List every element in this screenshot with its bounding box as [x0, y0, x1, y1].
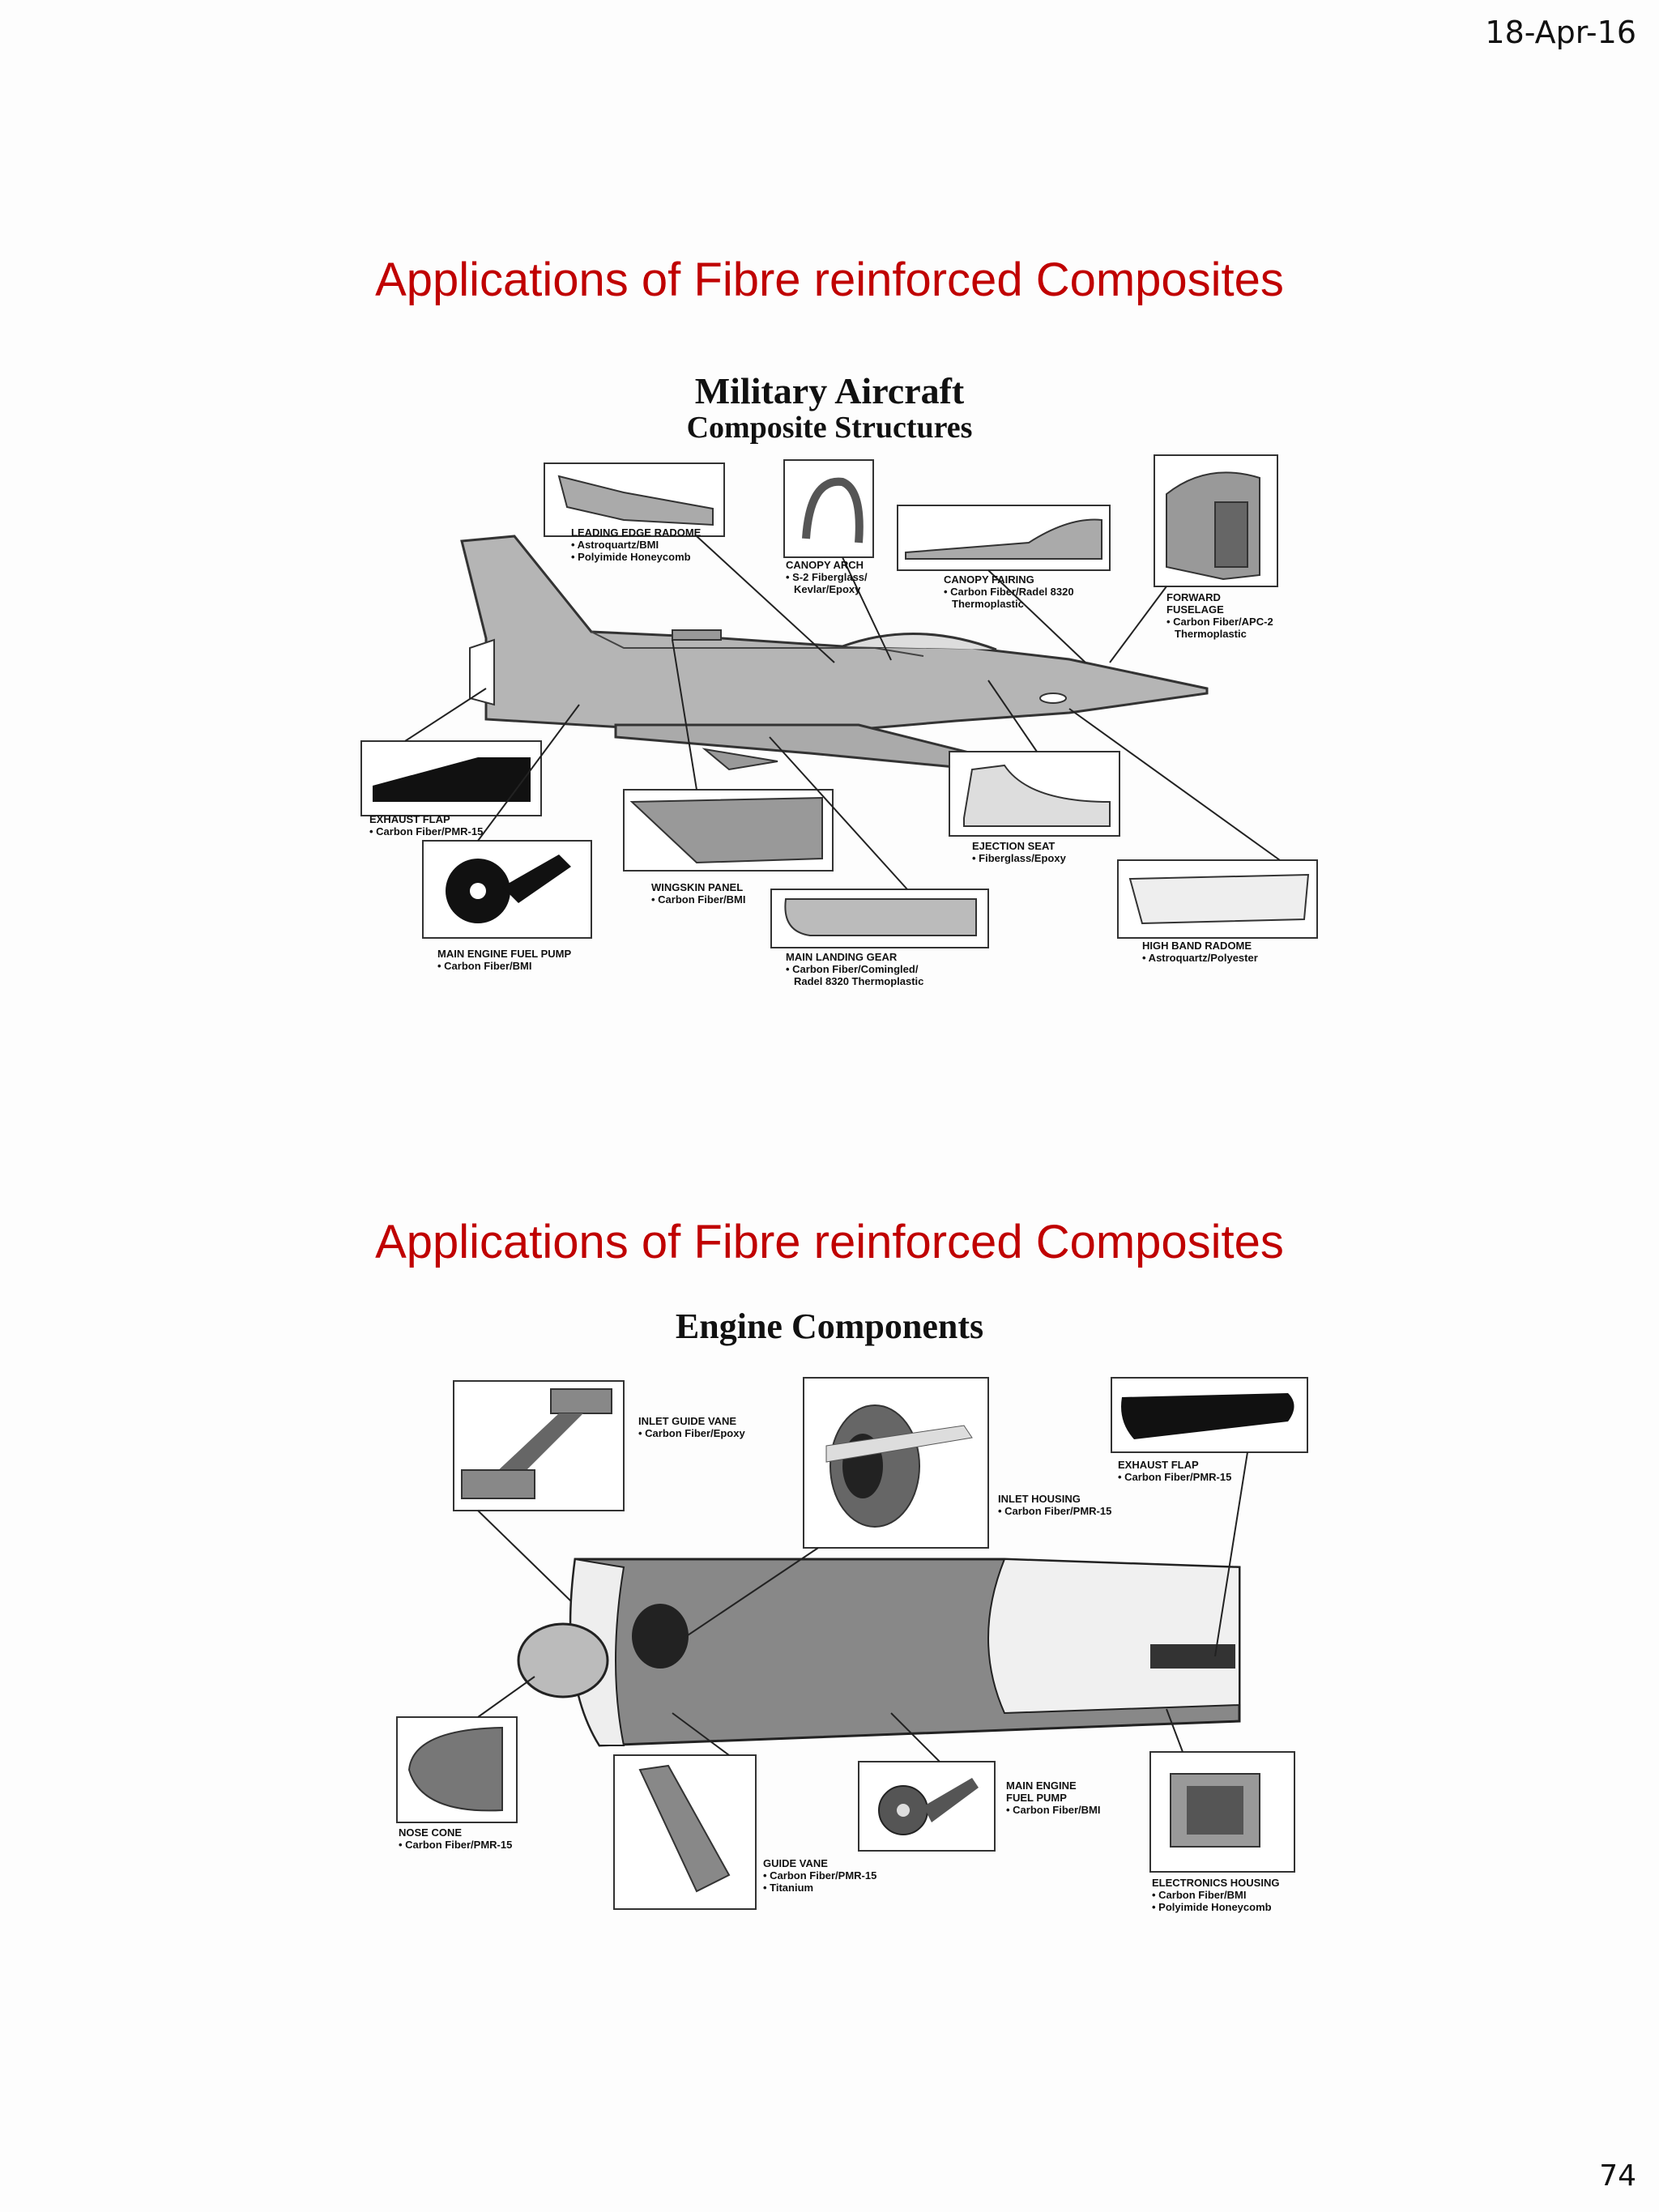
svg-text:HIGH BAND RADOME• Astroquartz/: HIGH BAND RADOME• Astroquartz/Polyester — [1142, 940, 1258, 964]
svg-text:LEADING EDGE RADOME• Astroquar: LEADING EDGE RADOME• Astroquartz/BMI• Po… — [571, 526, 702, 563]
callout-exhaust-flap: EXHAUST FLAP• Carbon Fiber/PMR-15 — [360, 688, 542, 837]
callout-guide-vane: GUIDE VANE• Carbon Fiber/PMR-15• Titaniu… — [613, 1712, 876, 1910]
label-canopy-arch: CANOPY ARCH — [786, 559, 864, 571]
svg-text:EXHAUST FLAP• Carbon Fiber/PMR: EXHAUST FLAP• Carbon Fiber/PMR-15 — [369, 813, 483, 837]
callout-canopy-arch: CANOPY ARCH• S-2 Fiberglass/Kevlar/Epoxy — [783, 459, 892, 661]
label-canopy-fairing: CANOPY FAIRING — [944, 573, 1034, 586]
svg-text:ELECTRONICS HOUSING• Carbon Fi: ELECTRONICS HOUSING• Carbon Fiber/BMI• P… — [1152, 1877, 1279, 1913]
svg-text:EXHAUST FLAP• Carbon Fiber/PMR: EXHAUST FLAP• Carbon Fiber/PMR-15 — [1118, 1459, 1231, 1483]
callout-inlet-housing: INLET HOUSING• Carbon Fiber/PMR-15 — [680, 1377, 1111, 1641]
engine-components-diagram: INLET GUIDE VANE• Carbon Fiber/Epoxy INL… — [396, 1377, 1308, 1913]
slide-title-1: Applications of Fibre reinforced Composi… — [375, 254, 1284, 306]
callout-ejection-seat: EJECTION SEAT• Fiberglass/Epoxy — [949, 680, 1120, 864]
label-exhaust-flap: EXHAUST FLAP — [369, 813, 450, 825]
military-aircraft-diagram: LEADING EDGE RADOME• Astroquartz/BMI• Po… — [360, 454, 1318, 987]
svg-text:WINGSKIN PANEL• Carbon Fiber/B: WINGSKIN PANEL• Carbon Fiber/BMI — [651, 881, 746, 906]
svg-text:EJECTION SEAT• Fiberglass/Epox: EJECTION SEAT• Fiberglass/Epoxy — [972, 840, 1067, 864]
svg-text:INLET HOUSING• Carbon Fiber/PM: INLET HOUSING• Carbon Fiber/PMR-15 — [998, 1493, 1111, 1517]
callout-high-band-radome: HIGH BAND RADOME• Astroquartz/Polyester — [1068, 708, 1318, 964]
callout-exhaust-flap-engine: EXHAUST FLAP• Carbon Fiber/PMR-15 — [1111, 1377, 1308, 1657]
label-main-engine-fuel-pump: MAIN ENGINE FUEL PUMP — [437, 948, 571, 960]
label-inlet-guide-vane: INLET GUIDE VANE — [638, 1415, 736, 1427]
svg-text:INLET GUIDE VANE• Carbon Fiber: INLET GUIDE VANE• Carbon Fiber/Epoxy — [638, 1415, 745, 1439]
label-guide-vane: GUIDE VANE — [763, 1857, 828, 1869]
figure-subtitle-composite-structures: Composite Structures — [686, 411, 973, 445]
figure-title-engine-components: Engine Components — [675, 1306, 984, 1346]
callout-electronics-housing: ELECTRONICS HOUSING• Carbon Fiber/BMI• P… — [1149, 1708, 1295, 1913]
callout-wingskin-panel: WINGSKIN PANEL• Carbon Fiber/BMI — [623, 639, 834, 906]
page-number: 74 — [1599, 2159, 1636, 2193]
figure-title-military-aircraft: Military Aircraft — [694, 370, 965, 411]
label-wingskin-panel: WINGSKIN PANEL — [651, 881, 743, 893]
callout-main-landing-gear: MAIN LANDING GEAR• Carbon Fiber/Comingle… — [769, 736, 989, 987]
label-high-band-radome: HIGH BAND RADOME — [1142, 940, 1252, 952]
label-nose-cone: NOSE CONE — [399, 1826, 462, 1839]
svg-text:NOSE CONE• Carbon Fiber/PMR-15: NOSE CONE• Carbon Fiber/PMR-15 — [399, 1826, 512, 1851]
label-inlet-housing: INLET HOUSING — [998, 1493, 1081, 1505]
slide-date: 18-Apr-16 — [1485, 15, 1636, 50]
callout-nose-cone: NOSE CONE• Carbon Fiber/PMR-15 — [396, 1676, 535, 1851]
label-exhaust-flap-engine: EXHAUST FLAP — [1118, 1459, 1199, 1471]
label-main-engine-fuel-pump-engine: MAIN ENGINE — [1006, 1779, 1077, 1792]
svg-text:GUIDE VANE• Carbon Fiber/PMR-1: GUIDE VANE• Carbon Fiber/PMR-15• Titaniu… — [763, 1857, 876, 1894]
slide-title-2: Applications of Fibre reinforced Composi… — [375, 1216, 1284, 1268]
callout-leading-edge-radome: LEADING EDGE RADOME• Astroquartz/BMI• Po… — [544, 462, 835, 663]
engine-illustration — [517, 1558, 1241, 1747]
label-main-landing-gear: MAIN LANDING GEAR — [786, 951, 898, 963]
label-leading-edge-radome: LEADING EDGE RADOME — [571, 526, 702, 539]
svg-text:CANOPY ARCH• S-2 Fiberglass/Ke: CANOPY ARCH• S-2 Fiberglass/Kevlar/Epoxy — [786, 559, 868, 595]
callout-inlet-guide-vane: INLET GUIDE VANE• Carbon Fiber/Epoxy — [453, 1380, 745, 1602]
svg-text:MAIN ENGINE FUEL PUMP• Carbon: MAIN ENGINE FUEL PUMP• Carbon Fiber/BMI — [437, 948, 571, 972]
svg-text:MAIN LANDING GEAR• Carbon Fibe: MAIN LANDING GEAR• Carbon Fiber/Comingle… — [786, 951, 923, 987]
label-forward-fuselage: FORWARD — [1166, 591, 1221, 603]
label-electronics-housing: ELECTRONICS HOUSING — [1152, 1877, 1279, 1889]
svg-text:CANOPY FAIRING• Carbon Fiber/R: CANOPY FAIRING• Carbon Fiber/Radel 8320T… — [944, 573, 1074, 610]
callout-main-engine-fuel-pump: MAIN ENGINE FUEL PUMP• Carbon Fiber/BMI — [422, 704, 592, 972]
label-ejection-seat: EJECTION SEAT — [972, 840, 1055, 852]
